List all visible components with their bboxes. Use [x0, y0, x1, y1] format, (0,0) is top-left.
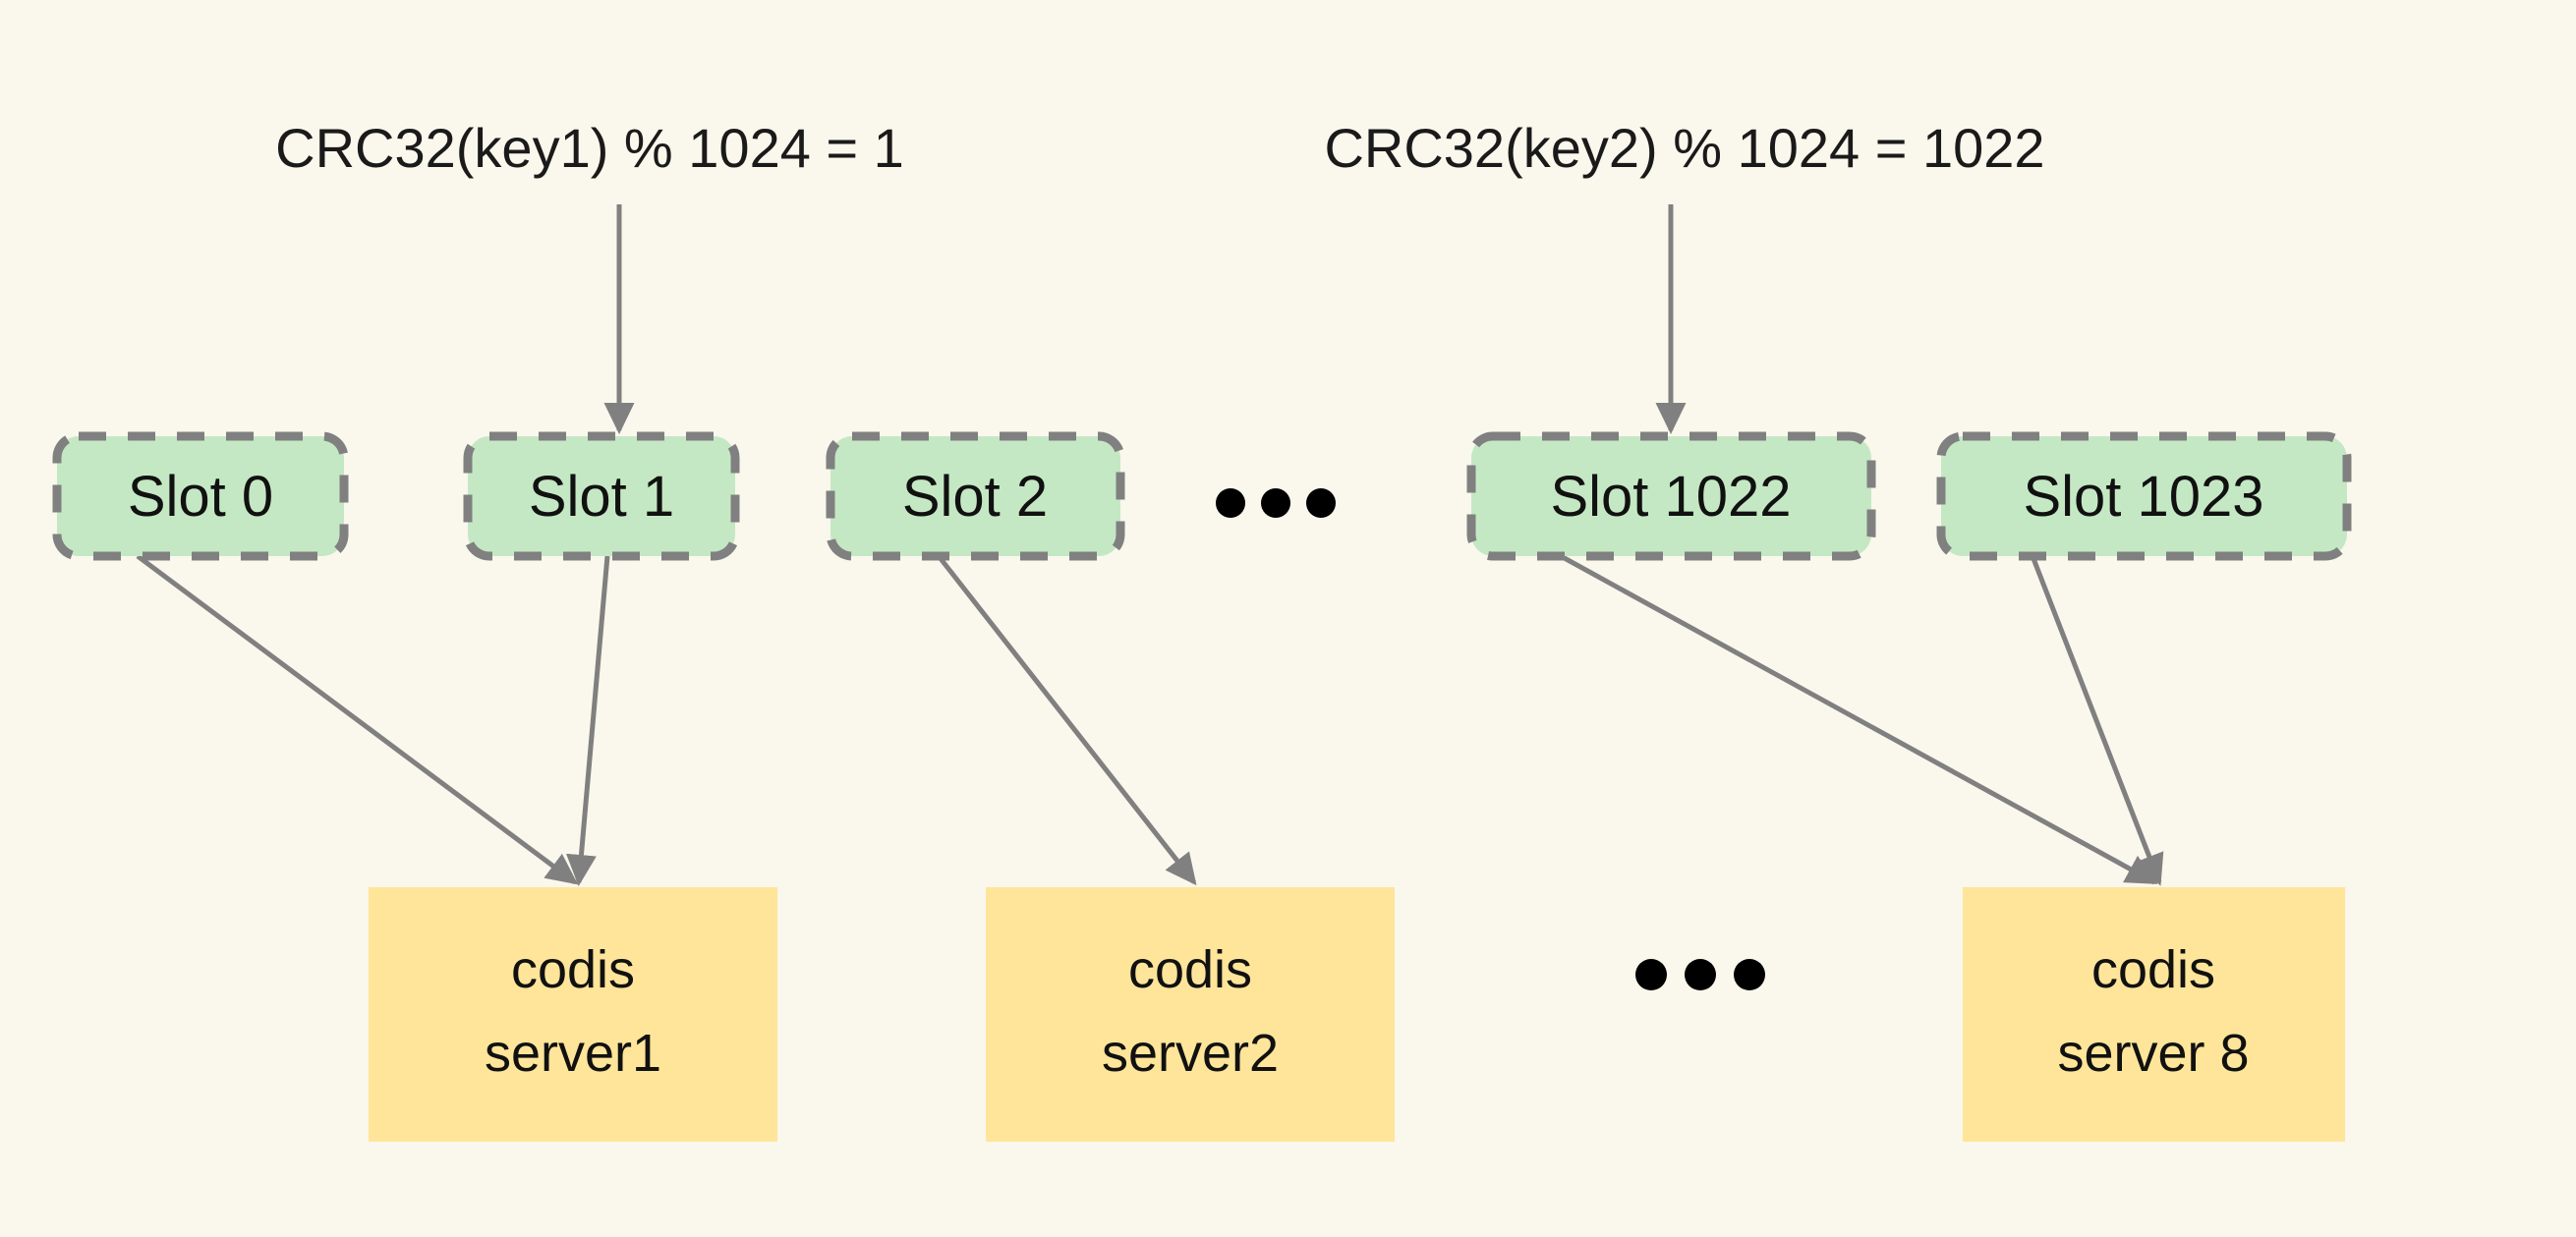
ellipsis-dot-icon — [1635, 959, 1667, 990]
ellipsis-dot-icon — [1216, 488, 1245, 518]
server-label-1-line1: codis — [511, 940, 635, 999]
ellipsis-dot-icon — [1306, 488, 1336, 518]
server-box-2[interactable] — [986, 887, 1395, 1142]
formula-labels: CRC32(key1) % 1024 = 1 CRC32(key2) % 102… — [275, 117, 2044, 179]
slot-node-1023[interactable]: Slot 1023 — [1936, 431, 2352, 561]
server-label-8-line2: server 8 — [2057, 1024, 2249, 1083]
server-node-8[interactable]: codis server 8 — [1963, 887, 2345, 1142]
server-label-1-line2: server1 — [485, 1024, 661, 1083]
slot-box-1[interactable] — [463, 431, 740, 561]
server-label-2-line2: server2 — [1102, 1024, 1279, 1083]
slot-box-1023[interactable] — [1936, 431, 2352, 561]
server-node-1[interactable]: codis server1 — [369, 887, 777, 1142]
server-row: codis server1 codis server2 codis server… — [369, 887, 2345, 1142]
slot-label-1: Slot 1 — [529, 465, 674, 529]
server-box-1[interactable] — [369, 887, 777, 1142]
slot-label-0: Slot 0 — [128, 465, 273, 529]
ellipsis-dot-icon — [1685, 959, 1716, 990]
connection-slot1023-server8 — [2030, 555, 2164, 886]
slot-node-2[interactable]: Slot 2 — [826, 431, 1125, 561]
connection-slot1022-server8 — [1559, 553, 2158, 885]
connection-slot0-server1 — [136, 553, 579, 885]
formula-key1-label: CRC32(key1) % 1024 = 1 — [275, 117, 904, 179]
slot-label-1022: Slot 1022 — [1550, 465, 1791, 529]
connection-slot1-server1 — [565, 555, 610, 886]
slot-box-0[interactable] — [52, 431, 349, 561]
connection-slot2-server2 — [937, 554, 1197, 886]
slot-node-0[interactable]: Slot 0 — [52, 431, 349, 561]
slot-box-2[interactable] — [826, 431, 1125, 561]
server-box-8[interactable] — [1963, 887, 2345, 1142]
slot-row-ellipsis — [1216, 488, 1336, 518]
formula-key2-label: CRC32(key2) % 1024 = 1022 — [1324, 117, 2044, 179]
server-label-2-line1: codis — [1128, 940, 1252, 999]
server-row-ellipsis — [1635, 959, 1765, 990]
slot-node-1[interactable]: Slot 1 — [463, 431, 740, 561]
slot-box-1022[interactable] — [1466, 431, 1876, 561]
ellipsis-dot-icon — [1261, 488, 1290, 518]
slot-row: Slot 0 Slot 1 Slot 2 Slot 1022 Slot 1023 — [52, 431, 2352, 561]
server-node-2[interactable]: codis server2 — [986, 887, 1395, 1142]
ellipsis-dot-icon — [1734, 959, 1765, 990]
slot-label-1023: Slot 1023 — [2023, 465, 2263, 529]
slot-server-connections — [136, 553, 2164, 886]
slot-label-2: Slot 2 — [902, 465, 1048, 529]
formula-arrows — [603, 204, 1687, 435]
server-label-8-line1: codis — [2091, 940, 2215, 999]
slot-node-1022[interactable]: Slot 1022 — [1466, 431, 1876, 561]
